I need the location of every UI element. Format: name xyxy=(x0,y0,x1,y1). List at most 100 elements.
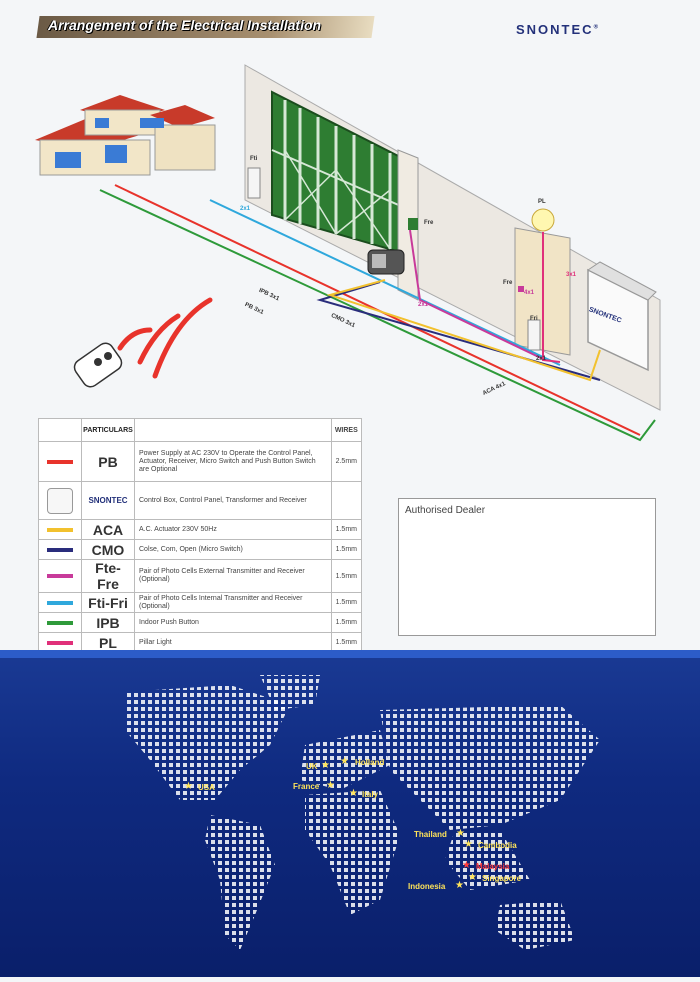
label-fri: Fri xyxy=(530,316,538,322)
city-cambodia: Cambodia xyxy=(478,841,517,850)
legend-desc: Pair of Photo Cells Internal Transmitter… xyxy=(134,592,332,613)
swatch-red xyxy=(47,459,73,464)
city-usa: USA xyxy=(198,783,215,792)
swatch-magenta xyxy=(47,574,73,578)
legend-header-wires: WIRES xyxy=(330,418,363,442)
remote-signal xyxy=(117,297,213,379)
city-italy: Italy xyxy=(362,790,379,799)
australia xyxy=(495,900,575,950)
legend-row-aca: ACA A.C. Actuator 230V 50Hz 1.5mm xyxy=(38,519,363,540)
asia xyxy=(380,705,600,830)
dealer-label: Authorised Dealer xyxy=(405,505,486,516)
label-pl-wire: 3x1 xyxy=(566,272,577,278)
legend-wires xyxy=(330,481,363,520)
legend-code: PB xyxy=(81,441,135,482)
legend-code: IPB xyxy=(81,612,135,633)
star-icon: ★ xyxy=(321,760,330,771)
label-pl: PL xyxy=(538,199,546,205)
legend-wires: 1.5mm xyxy=(330,592,363,613)
legend-row-ipb: IPB Indoor Push Button 1.5mm xyxy=(38,612,363,633)
control-box-icon xyxy=(47,487,73,514)
legend-wires: 1.5mm xyxy=(330,519,363,540)
city-thailand: Thailand xyxy=(414,830,447,839)
legend-row-fte-fre: Fte-Fre Pair of Photo Cells External Tra… xyxy=(38,559,363,593)
legend-desc: Control Box, Control Panel, Transformer … xyxy=(134,481,332,520)
legend-wires: 1.5mm xyxy=(330,612,363,633)
world-map-dots xyxy=(125,675,600,950)
star-icon: ★ xyxy=(455,880,464,891)
registered-mark: ® xyxy=(593,24,600,31)
star-icon: ★ xyxy=(456,828,465,839)
europe xyxy=(300,730,390,790)
house-illustration xyxy=(35,95,216,176)
label-fre-pillar-wire: 4x1 xyxy=(524,290,535,296)
sliding-gate xyxy=(271,90,411,257)
legend-code: Fte-Fre xyxy=(81,559,135,593)
brand-logo: SNONTEC® xyxy=(516,22,600,37)
city-singapore: Singapore xyxy=(482,874,522,883)
installation-diagram xyxy=(35,64,661,442)
photocell-fri xyxy=(527,319,541,351)
label-fti: Fti xyxy=(250,156,258,162)
star-icon: ★ xyxy=(184,781,193,792)
swatch-navy xyxy=(47,547,73,552)
legend-code: ACA xyxy=(81,519,135,540)
legend-brand: SNONTEC xyxy=(81,481,135,520)
star-icon: ★ xyxy=(349,788,358,799)
wiring xyxy=(99,184,656,442)
label-fri-wire: 2x1 xyxy=(536,356,547,362)
world-map-panel: ★ USA UK ★ ★ Holland France ★ ★ Italy Th… xyxy=(0,650,700,977)
star-icon: ★ xyxy=(340,756,349,767)
legend-wires: 1.5mm xyxy=(330,539,363,560)
legend-desc: A.C. Actuator 230V 50Hz xyxy=(134,519,332,540)
legend-header-particulars: PARTICULARS xyxy=(81,418,135,442)
greenland xyxy=(260,675,320,710)
legend-code: Fti-Fri xyxy=(81,592,135,613)
africa xyxy=(305,790,400,915)
north-america xyxy=(125,685,290,800)
city-holland: Holland xyxy=(355,758,385,767)
legend-wires: 1.5mm xyxy=(330,559,363,593)
gate-motor xyxy=(367,249,405,275)
legend-desc: Colse, Com, Open (Micro Switch) xyxy=(134,539,332,560)
legend-header-row: PARTICULARS WIRES xyxy=(38,418,363,442)
legend-header-desc xyxy=(134,418,332,442)
legend-row-fti-fri: Fti-Fri Pair of Photo Cells Internal Tra… xyxy=(38,592,363,613)
label-fre-pillar: Fre xyxy=(503,280,513,286)
legend-code: CMO xyxy=(81,539,135,560)
legend-row-pb: PB Power Supply at AC 230V to Operate th… xyxy=(38,441,363,482)
legend-wires: 2.5mm xyxy=(330,441,363,482)
brand-name: SNONTEC xyxy=(516,22,594,37)
photocell-fre-top xyxy=(408,218,418,230)
star-icon: ★ xyxy=(462,860,471,871)
city-france: France xyxy=(293,782,320,791)
city-uk: UK xyxy=(306,762,318,771)
star-icon: ★ xyxy=(326,780,335,791)
label-fre-wire: 2x1 xyxy=(418,302,429,308)
remote-control xyxy=(73,342,123,388)
control-box xyxy=(587,261,657,372)
star-icon: ★ xyxy=(468,872,477,883)
swatch-cyan xyxy=(47,600,73,605)
legend-row-cmo: CMO Colse, Com, Open (Micro Switch) 1.5m… xyxy=(38,539,363,560)
swatch-yellow xyxy=(47,527,73,532)
legend-desc: Power Supply at AC 230V to Operate the C… xyxy=(134,441,332,482)
pillar-light xyxy=(531,208,555,232)
photocell-fre-pillar xyxy=(518,286,524,292)
authorised-dealer-box: Authorised Dealer xyxy=(398,498,656,636)
legend-desc: Indoor Push Button xyxy=(134,612,332,633)
legend-desc: Pair of Photo Cells External Transmitter… xyxy=(134,559,332,593)
city-indonesia: Indonesia xyxy=(408,882,446,891)
star-icon: ★ xyxy=(464,839,473,850)
legend-header-swatch xyxy=(38,418,82,442)
photocell-fti xyxy=(247,167,261,199)
swatch-pink xyxy=(47,640,73,645)
legend-row-control-box: SNONTEC Control Box, Control Panel, Tran… xyxy=(38,481,363,520)
wiring-legend-table: PARTICULARS WIRES PB Power Supply at AC … xyxy=(38,418,363,653)
label-fti-wire: 2x1 xyxy=(240,206,251,212)
south-america xyxy=(205,815,275,950)
city-malaysia: Malaysia xyxy=(476,862,510,871)
page-title: Arrangement of the Electrical Installati… xyxy=(48,17,322,33)
southeast-asia xyxy=(445,830,530,890)
swatch-green xyxy=(47,620,73,625)
